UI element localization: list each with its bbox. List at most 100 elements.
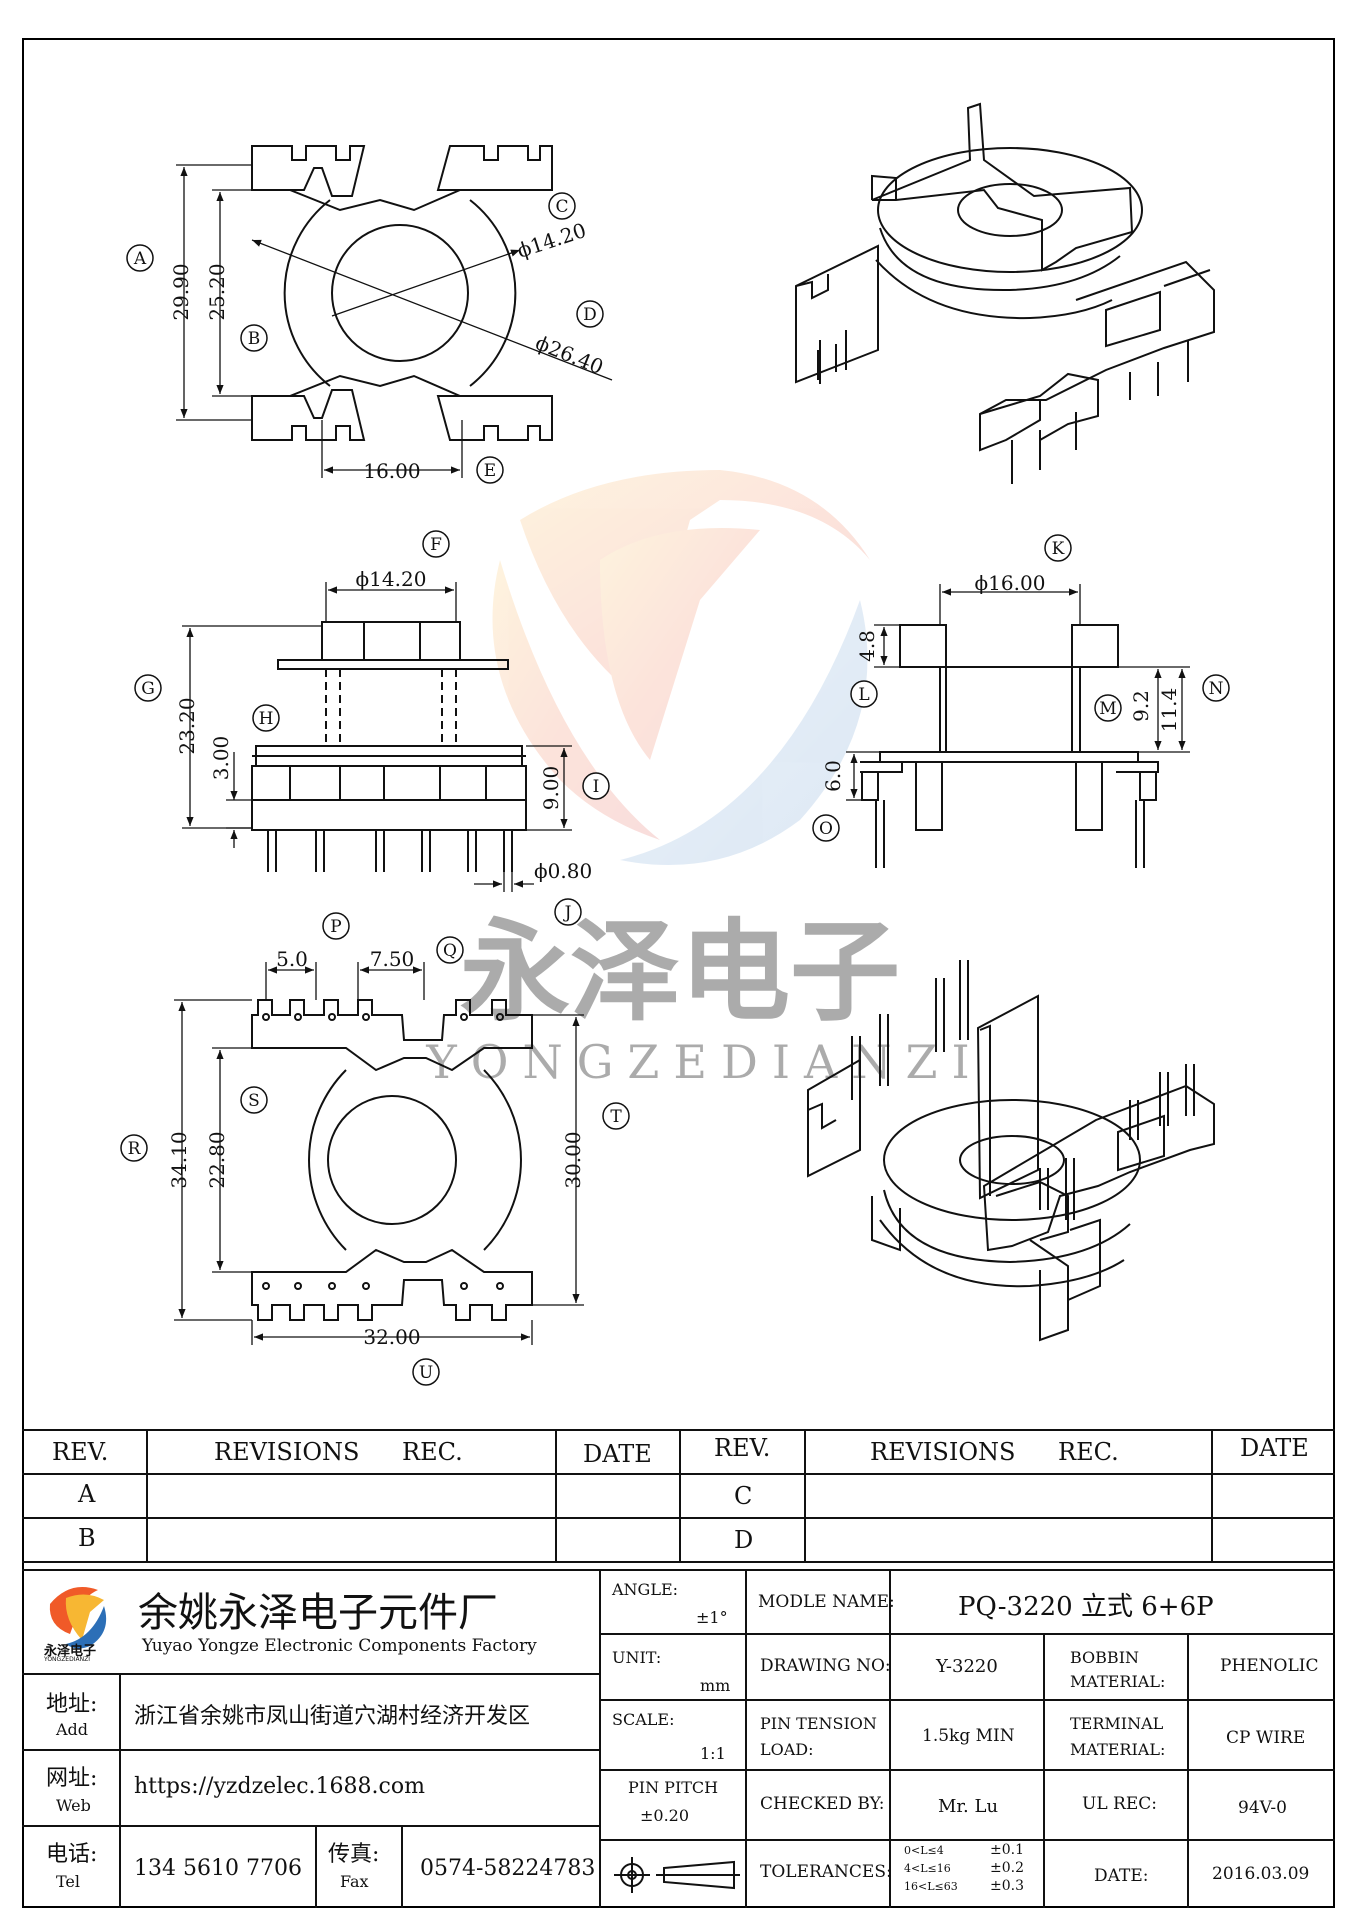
terminal-value: CP WIRE [1226, 1728, 1306, 1748]
company-name-cn: 余姚永泽电子元件厂 [138, 1590, 498, 1636]
callout-circle-j [554, 898, 582, 926]
callout-b: B [248, 329, 261, 349]
callout-circle-h [252, 704, 280, 732]
drawing-value: Y-3220 [936, 1656, 998, 1677]
callout-k: K [1052, 539, 1065, 559]
callout-q: Q [443, 941, 457, 961]
pin-pitch-label: PIN PITCH [628, 1778, 719, 1797]
rev-header-date-2: DATE [1240, 1434, 1309, 1462]
callout-circle-e [476, 456, 504, 484]
angle-value: ±1° [696, 1608, 728, 1627]
side-view [860, 624, 1159, 868]
tol-range-3: 16<L≤63 [904, 1880, 958, 1893]
dim-e: 16.00 [363, 459, 420, 483]
unit-value: mm [700, 1676, 731, 1695]
dim-h: 3.00 [209, 736, 233, 781]
callout-e: E [484, 461, 496, 481]
rev-header-date-1: DATE [583, 1440, 652, 1468]
drawing-label: DRAWING NO: [760, 1656, 891, 1676]
dim-n: 11.4 [1157, 688, 1181, 733]
rev-header-rev-2: REV. [714, 1434, 771, 1462]
dim-t: 30.00 [561, 1131, 585, 1188]
addr-label-en: Add [56, 1720, 89, 1739]
callout-u: U [419, 1363, 433, 1383]
callout-s: S [248, 1091, 260, 1111]
unit-label: UNIT: [612, 1648, 662, 1667]
front-view-dims [182, 582, 572, 892]
tol-value-1: ±0.1 [990, 1842, 1024, 1858]
fax-number: 0574-58224783 [420, 1856, 596, 1881]
callout-m: M [1099, 699, 1116, 719]
callout-g: G [141, 679, 155, 699]
dim-u: 32.00 [363, 1325, 420, 1349]
rev-row-d: D [734, 1526, 754, 1554]
tension-label-2: LOAD: [760, 1740, 814, 1759]
website-link[interactable]: https://yzdzelec.1688.com [134, 1774, 425, 1799]
dim-o: 6.0 [821, 760, 845, 792]
dim-b: 25.20 [205, 263, 229, 320]
rev-header-rev-1: REV. [52, 1438, 109, 1466]
callout-circle-l [850, 680, 878, 708]
callout-c: C [555, 197, 568, 217]
callout-n: N [1209, 679, 1224, 699]
dim-p: 5.0 [276, 947, 308, 971]
callout-p: P [330, 917, 341, 937]
dim-r: 34.10 [167, 1131, 191, 1188]
terminal-label-1: TERMINAL [1070, 1714, 1164, 1733]
callout-r: R [128, 1139, 142, 1159]
tel-label-cn: 电话: [46, 1842, 98, 1867]
dim-k: ϕ16.00 [975, 571, 1046, 595]
checked-value: Mr. Lu [938, 1796, 999, 1817]
callout-j: J [563, 903, 572, 923]
bobbin-value: PHENOLIC [1220, 1656, 1319, 1676]
rev-header-revisions-1: REVISIONS [214, 1438, 360, 1466]
rev-header-rec-2: REC. [1058, 1438, 1119, 1466]
fax-label-cn: 传真: [328, 1842, 380, 1867]
iso-view-bottom [807, 960, 1215, 1342]
callout-circle-t [602, 1102, 630, 1130]
dim-l: 4.8 [855, 630, 879, 662]
callout-circle-a [126, 244, 154, 272]
callout-circle-u [412, 1358, 440, 1386]
callout-l: L [858, 685, 869, 705]
callout-circle-r [120, 1134, 148, 1162]
callout-circle-b [240, 324, 268, 352]
rev-header-rec-1: REC. [402, 1438, 463, 1466]
tolerances-label: TOLERANCES: [760, 1862, 892, 1882]
callout-circle-g [134, 674, 162, 702]
rev-header-revisions-2: REVISIONS [870, 1438, 1016, 1466]
tel-number: 134 5610 7706 [134, 1856, 302, 1881]
rev-row-c: C [734, 1482, 753, 1510]
side-view-dims [846, 584, 1190, 801]
dim-d: ϕ26.40 [532, 330, 607, 379]
model-label: MODLE NAME: [758, 1592, 895, 1612]
callout-a: A [133, 249, 147, 269]
ul-value: 94V-0 [1238, 1798, 1287, 1818]
tol-range-2: 4<L≤16 [904, 1862, 951, 1875]
callout-circle-d [576, 300, 604, 328]
callout-circle-q [436, 936, 464, 964]
callout-circle-c [548, 192, 576, 220]
callout-circle-f [422, 530, 450, 558]
model-value: PQ-3220 立式 6+6P [958, 1592, 1214, 1622]
callout-i: I [593, 777, 600, 797]
dim-i: 9.00 [539, 766, 563, 811]
logo-sub: YONGZEDIANZI [44, 1656, 90, 1663]
dim-s: 22.80 [205, 1131, 229, 1188]
dim-a: 29.90 [169, 263, 193, 320]
company-name-en: Yuyao Yongze Electronic Components Facto… [142, 1636, 537, 1656]
logo-text: 永泽电子 [44, 1644, 97, 1659]
callout-circle-k [1044, 534, 1072, 562]
dim-j: ϕ0.80 [534, 859, 592, 883]
web-label-en: Web [56, 1796, 91, 1815]
angle-label: ANGLE: [612, 1580, 679, 1599]
addr-label-cn: 地址: [46, 1692, 98, 1717]
tension-value: 1.5kg MIN [922, 1726, 1015, 1746]
callout-circle-i [582, 772, 610, 800]
tension-label-1: PIN TENSION [760, 1714, 877, 1733]
pin-pitch-value: ±0.20 [640, 1806, 690, 1825]
dim-g: 23.20 [175, 697, 199, 754]
web-label-cn: 网址: [46, 1766, 98, 1791]
rev-row-b: B [78, 1524, 96, 1552]
